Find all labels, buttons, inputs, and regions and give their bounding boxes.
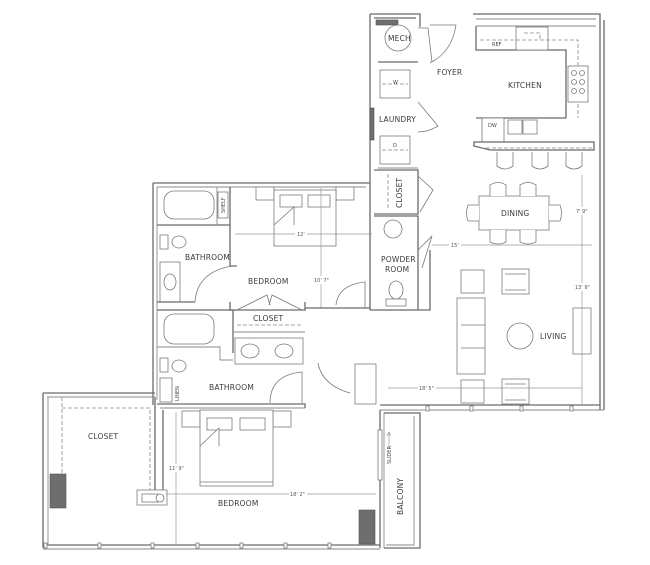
label-linen: LINEN [175, 386, 181, 401]
toilet-lower [171, 359, 187, 373]
side-table-bottom [460, 379, 485, 404]
dim-master-depth: 11' 9" [169, 466, 184, 472]
slider-door [377, 429, 383, 481]
service-core [374, 24, 439, 310]
dim-bedroom-upper-width: 12' [297, 232, 305, 238]
label-powder-1: POWDER [381, 255, 416, 264]
water-heater [384, 24, 412, 52]
dim-dining-living-width: 15' [451, 243, 459, 249]
dim-bedroom-upper-depth: 10' 7" [314, 278, 329, 284]
powder-toilet [388, 280, 404, 300]
fixture-labels: REF DW W D SHELF LINEN SLIDER [175, 42, 502, 464]
room-labels: MECH FOYER KITCHEN LAUNDRY CLOSET POWDER… [88, 34, 566, 515]
dim-master-width: 18' 2" [290, 492, 305, 498]
linen-closet [159, 377, 173, 403]
label-laundry: LAUNDRY [379, 115, 416, 124]
column-casing [354, 363, 377, 405]
side-table [460, 269, 485, 294]
master-bedroom-layout [166, 409, 392, 544]
sink-left [507, 119, 523, 135]
label-washer: W [393, 80, 398, 86]
range [567, 65, 589, 103]
nightstand-left [255, 186, 275, 201]
kitchen-layout [473, 25, 596, 151]
toilet-upper [171, 235, 187, 249]
label-bedroom-master: BEDROOM [218, 499, 259, 508]
master-nightstand-left [181, 410, 201, 428]
label-foyer: FOYER [437, 68, 462, 77]
nightstand-right [335, 186, 355, 201]
dimension-labels: 12' 10' 7" 15' 7' 9" 13' 9" 18' 5" 11' 9… [168, 207, 592, 498]
label-closet-master: CLOSET [88, 432, 119, 441]
label-closet-upper: CLOSET [253, 314, 284, 323]
powder-sink [383, 219, 403, 239]
entry-door [429, 24, 457, 64]
label-bathroom-lower: BATHROOM [209, 383, 254, 392]
dim-living-depth: 13' 9" [575, 285, 590, 291]
lower-bathroom-layout [157, 309, 351, 409]
label-dryer: D [393, 143, 397, 149]
label-dw: DW [488, 123, 497, 129]
dining-table-set [466, 182, 562, 245]
label-shelf: SHELF [221, 197, 227, 213]
label-kitchen: KITCHEN [508, 81, 542, 90]
label-slider: SLIDER [387, 446, 393, 464]
window-mullions [43, 405, 574, 549]
bathtub-lower [163, 313, 215, 345]
master-closet-layout [61, 397, 168, 506]
living-furniture [456, 268, 592, 405]
refrigerator [515, 26, 549, 51]
label-bedroom-upper: BEDROOM [248, 277, 289, 286]
dim-living-width: 18' 5" [419, 386, 434, 392]
label-bathroom-upper: BATHROOM [185, 253, 230, 262]
master-nightstand-right [272, 410, 292, 428]
label-dining: DINING [501, 209, 529, 218]
coffee-table [506, 322, 534, 350]
exterior-walls [42, 13, 605, 550]
label-ref: REF [492, 42, 502, 48]
bathtub-upper [163, 190, 215, 220]
label-powder-2: ROOM [385, 265, 409, 274]
dining-table [478, 195, 550, 231]
label-balcony: BALCONY [396, 478, 405, 515]
sofa [456, 297, 486, 375]
sink-right [522, 119, 538, 135]
dim-dining-depth: 7' 9" [576, 209, 588, 215]
dishwasher [481, 117, 505, 143]
label-mech: MECH [388, 34, 411, 43]
label-hall-closet: CLOSET [395, 177, 404, 208]
label-living: LIVING [540, 332, 566, 341]
bar-stools [496, 152, 583, 170]
